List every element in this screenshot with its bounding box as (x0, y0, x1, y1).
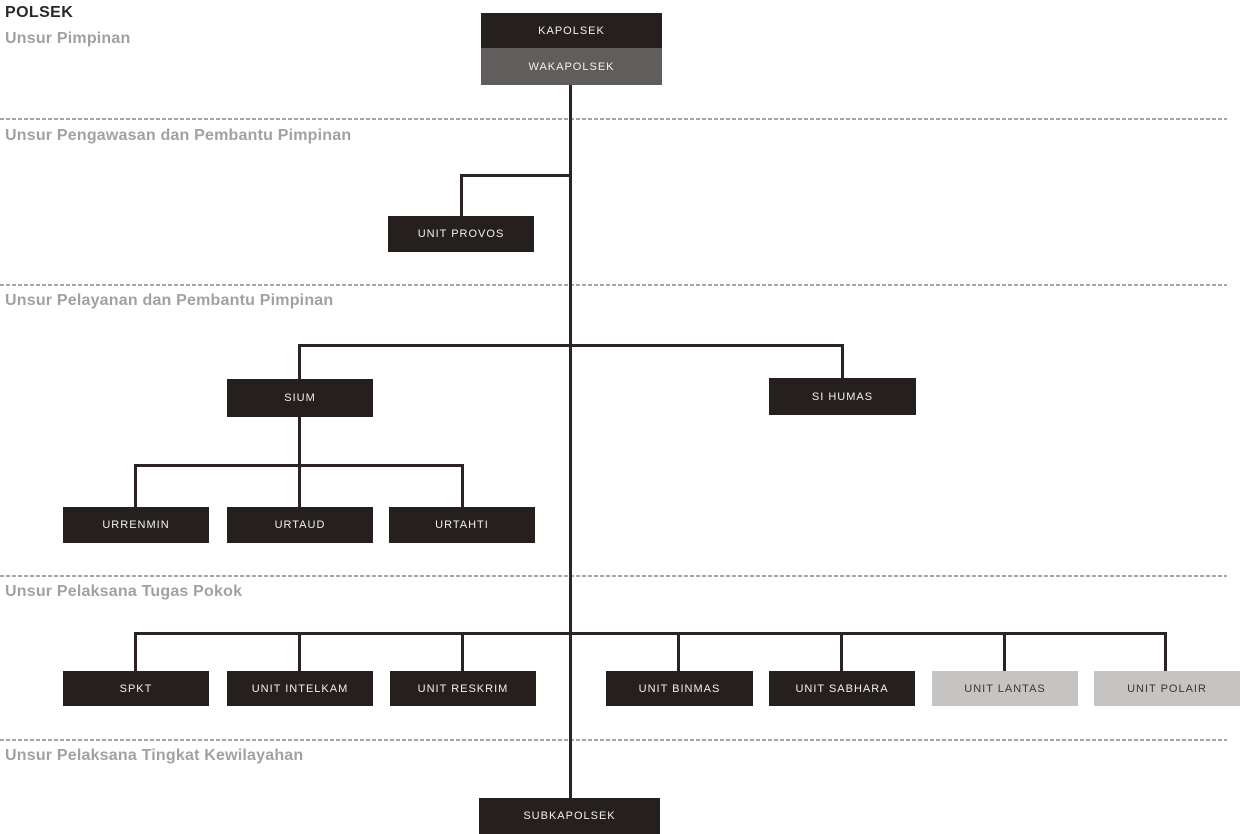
section-divider (0, 118, 1227, 120)
connector-provos-horizontal (460, 174, 572, 177)
node-kapolsek: KAPOLSEK (481, 13, 662, 48)
node-unit-intelkam: UNIT INTELKAM (227, 671, 373, 706)
connector-sabhara-drop (840, 632, 843, 671)
node-unit-polair: UNIT POLAIR (1094, 671, 1240, 706)
connector-main-vertical (569, 85, 572, 798)
connector-sium-drop (298, 344, 301, 379)
connector-reskrim-drop (461, 632, 464, 671)
section-divider (0, 284, 1227, 286)
section-label-kewilayahan: Unsur Pelaksana Tingkat Kewilayahan (5, 747, 304, 764)
node-subkapolsek: SUBKAPOLSEK (479, 798, 660, 834)
connector-spkt-drop (134, 632, 137, 671)
page-title: POLSEK (5, 4, 74, 21)
connector-row2-horizontal (298, 344, 844, 347)
connector-urtahti-drop (461, 464, 464, 507)
node-spkt: SPKT (63, 671, 209, 706)
connector-provos-drop (460, 174, 463, 216)
section-label-pengawasan: Unsur Pengawasan dan Pembantu Pimpinan (5, 127, 352, 144)
connector-urrenmin-drop (134, 464, 137, 507)
connector-sihumas-drop (841, 344, 844, 378)
section-label-unsur-pimpinan: Unsur Pimpinan (5, 30, 131, 47)
connector-binmas-drop (677, 632, 680, 671)
node-wakapolsek: WAKAPOLSEK (481, 48, 662, 85)
node-urtaud: URTAUD (227, 507, 373, 543)
node-unit-provos: UNIT PROVOS (388, 216, 534, 252)
section-label-tugas-pokok: Unsur Pelaksana Tugas Pokok (5, 583, 243, 600)
node-unit-lantas: UNIT LANTAS (932, 671, 1078, 706)
node-unit-sabhara: UNIT SABHARA (769, 671, 915, 706)
connector-lantas-drop (1003, 632, 1006, 671)
section-label-pelayanan: Unsur Pelayanan dan Pembantu Pimpinan (5, 292, 334, 309)
connector-intelkam-drop (298, 632, 301, 671)
node-unit-binmas: UNIT BINMAS (606, 671, 753, 706)
node-urtahti: URTAHTI (389, 507, 535, 543)
connector-row3-horizontal (134, 464, 464, 467)
connector-sium-down (298, 417, 301, 507)
node-urrenmin: URRENMIN (63, 507, 209, 543)
node-unit-reskrim: UNIT RESKRIM (390, 671, 536, 706)
node-sium: SIUM (227, 379, 373, 417)
section-divider (0, 739, 1227, 741)
connector-row4-horizontal (134, 632, 1167, 635)
node-si-humas: SI HUMAS (769, 378, 916, 415)
section-divider (0, 575, 1227, 577)
connector-polair-drop (1164, 632, 1167, 671)
